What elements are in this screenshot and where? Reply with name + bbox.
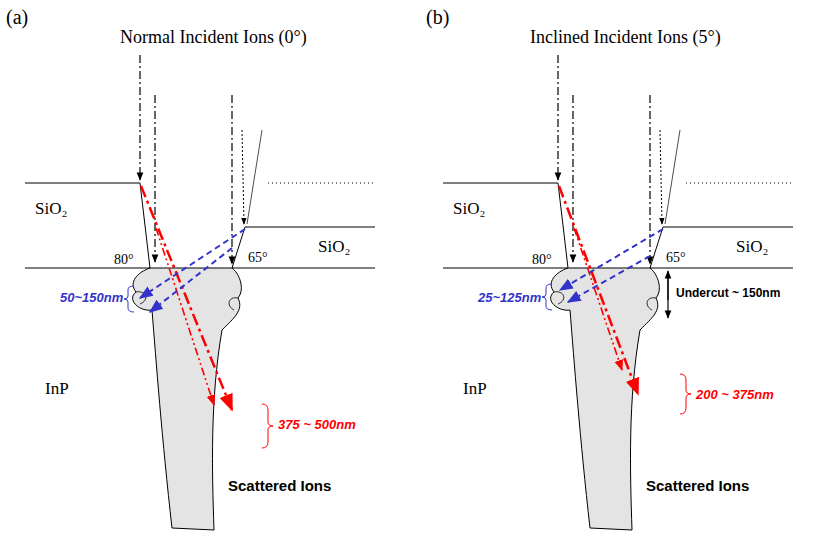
- dimension-label: 25~125nm: [478, 291, 541, 305]
- angle-label: 80°: [532, 252, 552, 267]
- panel-label: (a): [6, 6, 28, 28]
- angle-label: 80°: [114, 252, 134, 267]
- dimension-label: 200 ~ 375nm: [696, 388, 774, 402]
- material-label: SiO₂: [318, 238, 350, 257]
- panel-label: (b): [426, 6, 449, 28]
- undercut-label: Undercut ~ 150nm: [676, 287, 780, 300]
- material-label: SiO₂: [453, 200, 485, 219]
- panel-heading: Inclined Incident Ions (5°): [530, 28, 721, 48]
- dimension-label: 375 ~ 500nm: [278, 418, 356, 432]
- material-label: InP: [45, 380, 69, 399]
- scattered-ions-label: Scattered Ions: [228, 478, 331, 495]
- panel-heading: Normal Incident Ions (0°): [120, 28, 307, 48]
- material-label: InP: [463, 380, 487, 399]
- angle-label: 65°: [248, 250, 268, 265]
- material-label: SiO₂: [35, 200, 67, 219]
- scattered-ions-label: Scattered Ions: [646, 478, 749, 495]
- dimension-label: 50~150nm: [60, 291, 123, 305]
- angle-label: 65°: [666, 250, 686, 265]
- material-label: SiO₂: [736, 238, 768, 257]
